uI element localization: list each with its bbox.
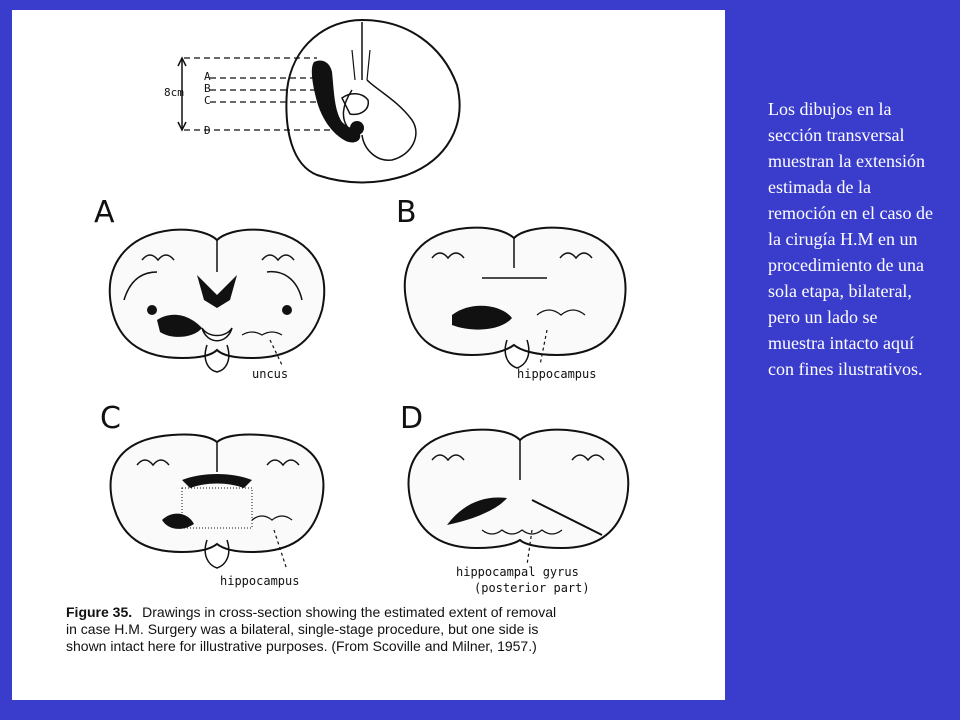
label-hippocampus-b: hippocampus	[517, 367, 596, 381]
label-posterior-part: (posterior part)	[474, 581, 590, 595]
ventral-brain-view: 8cm A B C D	[164, 20, 460, 183]
caption-line-3: shown intact here for illustrative purpo…	[66, 638, 716, 655]
section-b: B hippocampus	[396, 195, 625, 381]
panel-letter-b: B	[396, 195, 417, 230]
section-d: D hippocampal gyrus (posterior part)	[400, 401, 628, 595]
caption-line-2: in case H.M. Surgery was a bilateral, si…	[66, 621, 716, 638]
figure-caption: Figure 35. Drawings in cross-section show…	[66, 604, 716, 655]
label-uncus: uncus	[252, 367, 288, 381]
caption-text-1: Drawings in cross-section showing the es…	[142, 604, 556, 620]
figure-panel: 8cm A B C D A uncus	[12, 10, 725, 700]
label-hippocampus-c: hippocampus	[220, 574, 299, 588]
level-label-c: C	[204, 94, 211, 107]
caption-lead: Figure 35.	[66, 604, 132, 620]
panel-letter-a: A	[94, 195, 115, 230]
spanish-description: Los dibujos en la sección transversal mu…	[768, 96, 933, 382]
panel-letter-d: D	[400, 401, 423, 436]
level-label-d: D	[204, 124, 211, 137]
section-c: C hippocampus	[100, 401, 323, 588]
caption-line-1: Figure 35. Drawings in cross-section show…	[66, 604, 716, 621]
brain-diagram: 8cm A B C D A uncus	[12, 10, 725, 700]
label-hippocampal-gyrus: hippocampal gyrus	[456, 565, 579, 579]
scale-label: 8cm	[164, 86, 184, 99]
section-a: A uncus	[94, 195, 324, 381]
panel-letter-c: C	[100, 401, 121, 436]
